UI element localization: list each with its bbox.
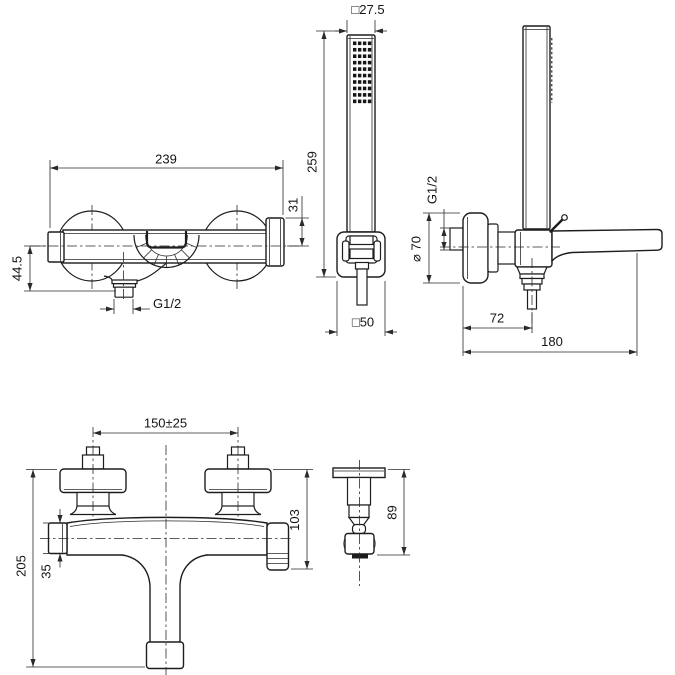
dim-body-projection: 103 xyxy=(273,469,313,570)
spout-left-edge xyxy=(121,554,151,643)
hose-stub xyxy=(356,268,368,306)
union-cylinder-2 xyxy=(348,504,370,519)
union-flare-left xyxy=(69,505,78,516)
dim-label-31: 31 xyxy=(286,198,301,212)
lever-notch xyxy=(145,231,188,249)
dim-label-44-5: 44.5 xyxy=(10,256,25,281)
dim-label-50: □50 xyxy=(352,315,374,330)
hand-shower-view: □27.5 259 □50 xyxy=(305,2,397,336)
spray-nozzle-grid xyxy=(353,41,372,104)
dim-head-width: □27.5 xyxy=(335,2,387,34)
diverter-lever xyxy=(549,218,564,233)
dim-inlet-spacing: 150±25 xyxy=(93,416,238,436)
top-right-handle xyxy=(266,522,290,571)
right-end-block xyxy=(265,217,285,267)
dim-outlet-thread: G1/2 xyxy=(100,296,181,314)
union-flare-left xyxy=(214,505,223,516)
dim-label-180: 180 xyxy=(541,334,563,349)
swivel-ball xyxy=(351,523,367,535)
outlet-nipple xyxy=(114,286,134,298)
top-view: 150±25 205 35 103 xyxy=(14,416,313,675)
wand-side xyxy=(522,25,551,230)
cartridge-fan-spokes xyxy=(136,242,197,268)
dim-end-cap: 35 xyxy=(39,509,63,579)
left-end-cap xyxy=(47,231,65,263)
dim-union-projection: 89 xyxy=(377,469,410,556)
spout-right-edge xyxy=(179,554,208,643)
dim-label-27-5: □27.5 xyxy=(351,2,384,17)
dim-inlet-thread: G1/2 xyxy=(425,176,452,251)
holder-mid-band xyxy=(349,248,374,260)
dim-spout-projection: 180 xyxy=(463,253,638,356)
spacer-step-1 xyxy=(487,223,499,273)
dim-label-72: 72 xyxy=(490,311,504,326)
lever-knob xyxy=(561,214,568,221)
dim-label-g12-side: G1/2 xyxy=(425,176,440,204)
hand-shower-wand xyxy=(346,34,376,233)
dim-total-depth: 205 xyxy=(14,469,145,668)
hose-cone xyxy=(354,261,370,270)
body-top-inner-edge xyxy=(69,520,265,527)
dim-holder-plate: □50 xyxy=(325,281,397,336)
holder-cube-right-bulge xyxy=(373,537,376,550)
dim-label-205: 205 xyxy=(14,555,29,577)
front-view: 239 31 44.5 G1/2 xyxy=(10,152,309,314)
union-flare-right xyxy=(253,505,262,516)
spout-blade xyxy=(551,228,663,263)
dim-hose-offset: 72 xyxy=(462,286,533,356)
dim-label-35: 35 xyxy=(39,564,54,578)
spout-tip xyxy=(145,641,185,670)
dim-label-259: 259 xyxy=(305,151,320,173)
holder-top-nut xyxy=(349,235,374,246)
holder-left-ear xyxy=(341,240,350,262)
wall-union-view: 89 xyxy=(332,460,410,586)
holder-cube-left-bulge xyxy=(343,537,346,550)
union-taper xyxy=(347,516,371,526)
holder-right-ear xyxy=(373,240,382,262)
dim-escutcheon-diameter: ⌀ 70 xyxy=(409,212,460,284)
escutcheon-side xyxy=(462,212,489,284)
dim-label-103: 103 xyxy=(287,509,302,531)
union-flange xyxy=(332,467,386,479)
dim-center-to-underside: 44.5 xyxy=(10,245,116,292)
dim-hand-shower-length: 259 xyxy=(305,30,343,278)
side-view: G1/2 ⌀ 70 72 180 xyxy=(409,25,663,356)
dim-end-block-height: 31 xyxy=(285,196,309,247)
underside-right-swoop xyxy=(136,263,167,282)
spacer-step-2 xyxy=(497,231,516,265)
hose-outlet-strip xyxy=(352,553,368,559)
union-flare-right xyxy=(108,505,117,516)
right-wall-union xyxy=(204,427,272,519)
dim-label-89: 89 xyxy=(385,505,400,519)
dim-front-width: 239 xyxy=(49,152,284,228)
dim-label-70: ⌀ 70 xyxy=(409,236,424,262)
body-top-edge xyxy=(66,516,268,524)
dim-label-239: 239 xyxy=(155,152,177,167)
dim-label-150: 150±25 xyxy=(144,416,187,431)
left-wall-union xyxy=(59,427,127,519)
dim-label-g12-front: G1/2 xyxy=(153,296,181,311)
union-cylinder xyxy=(346,476,372,506)
